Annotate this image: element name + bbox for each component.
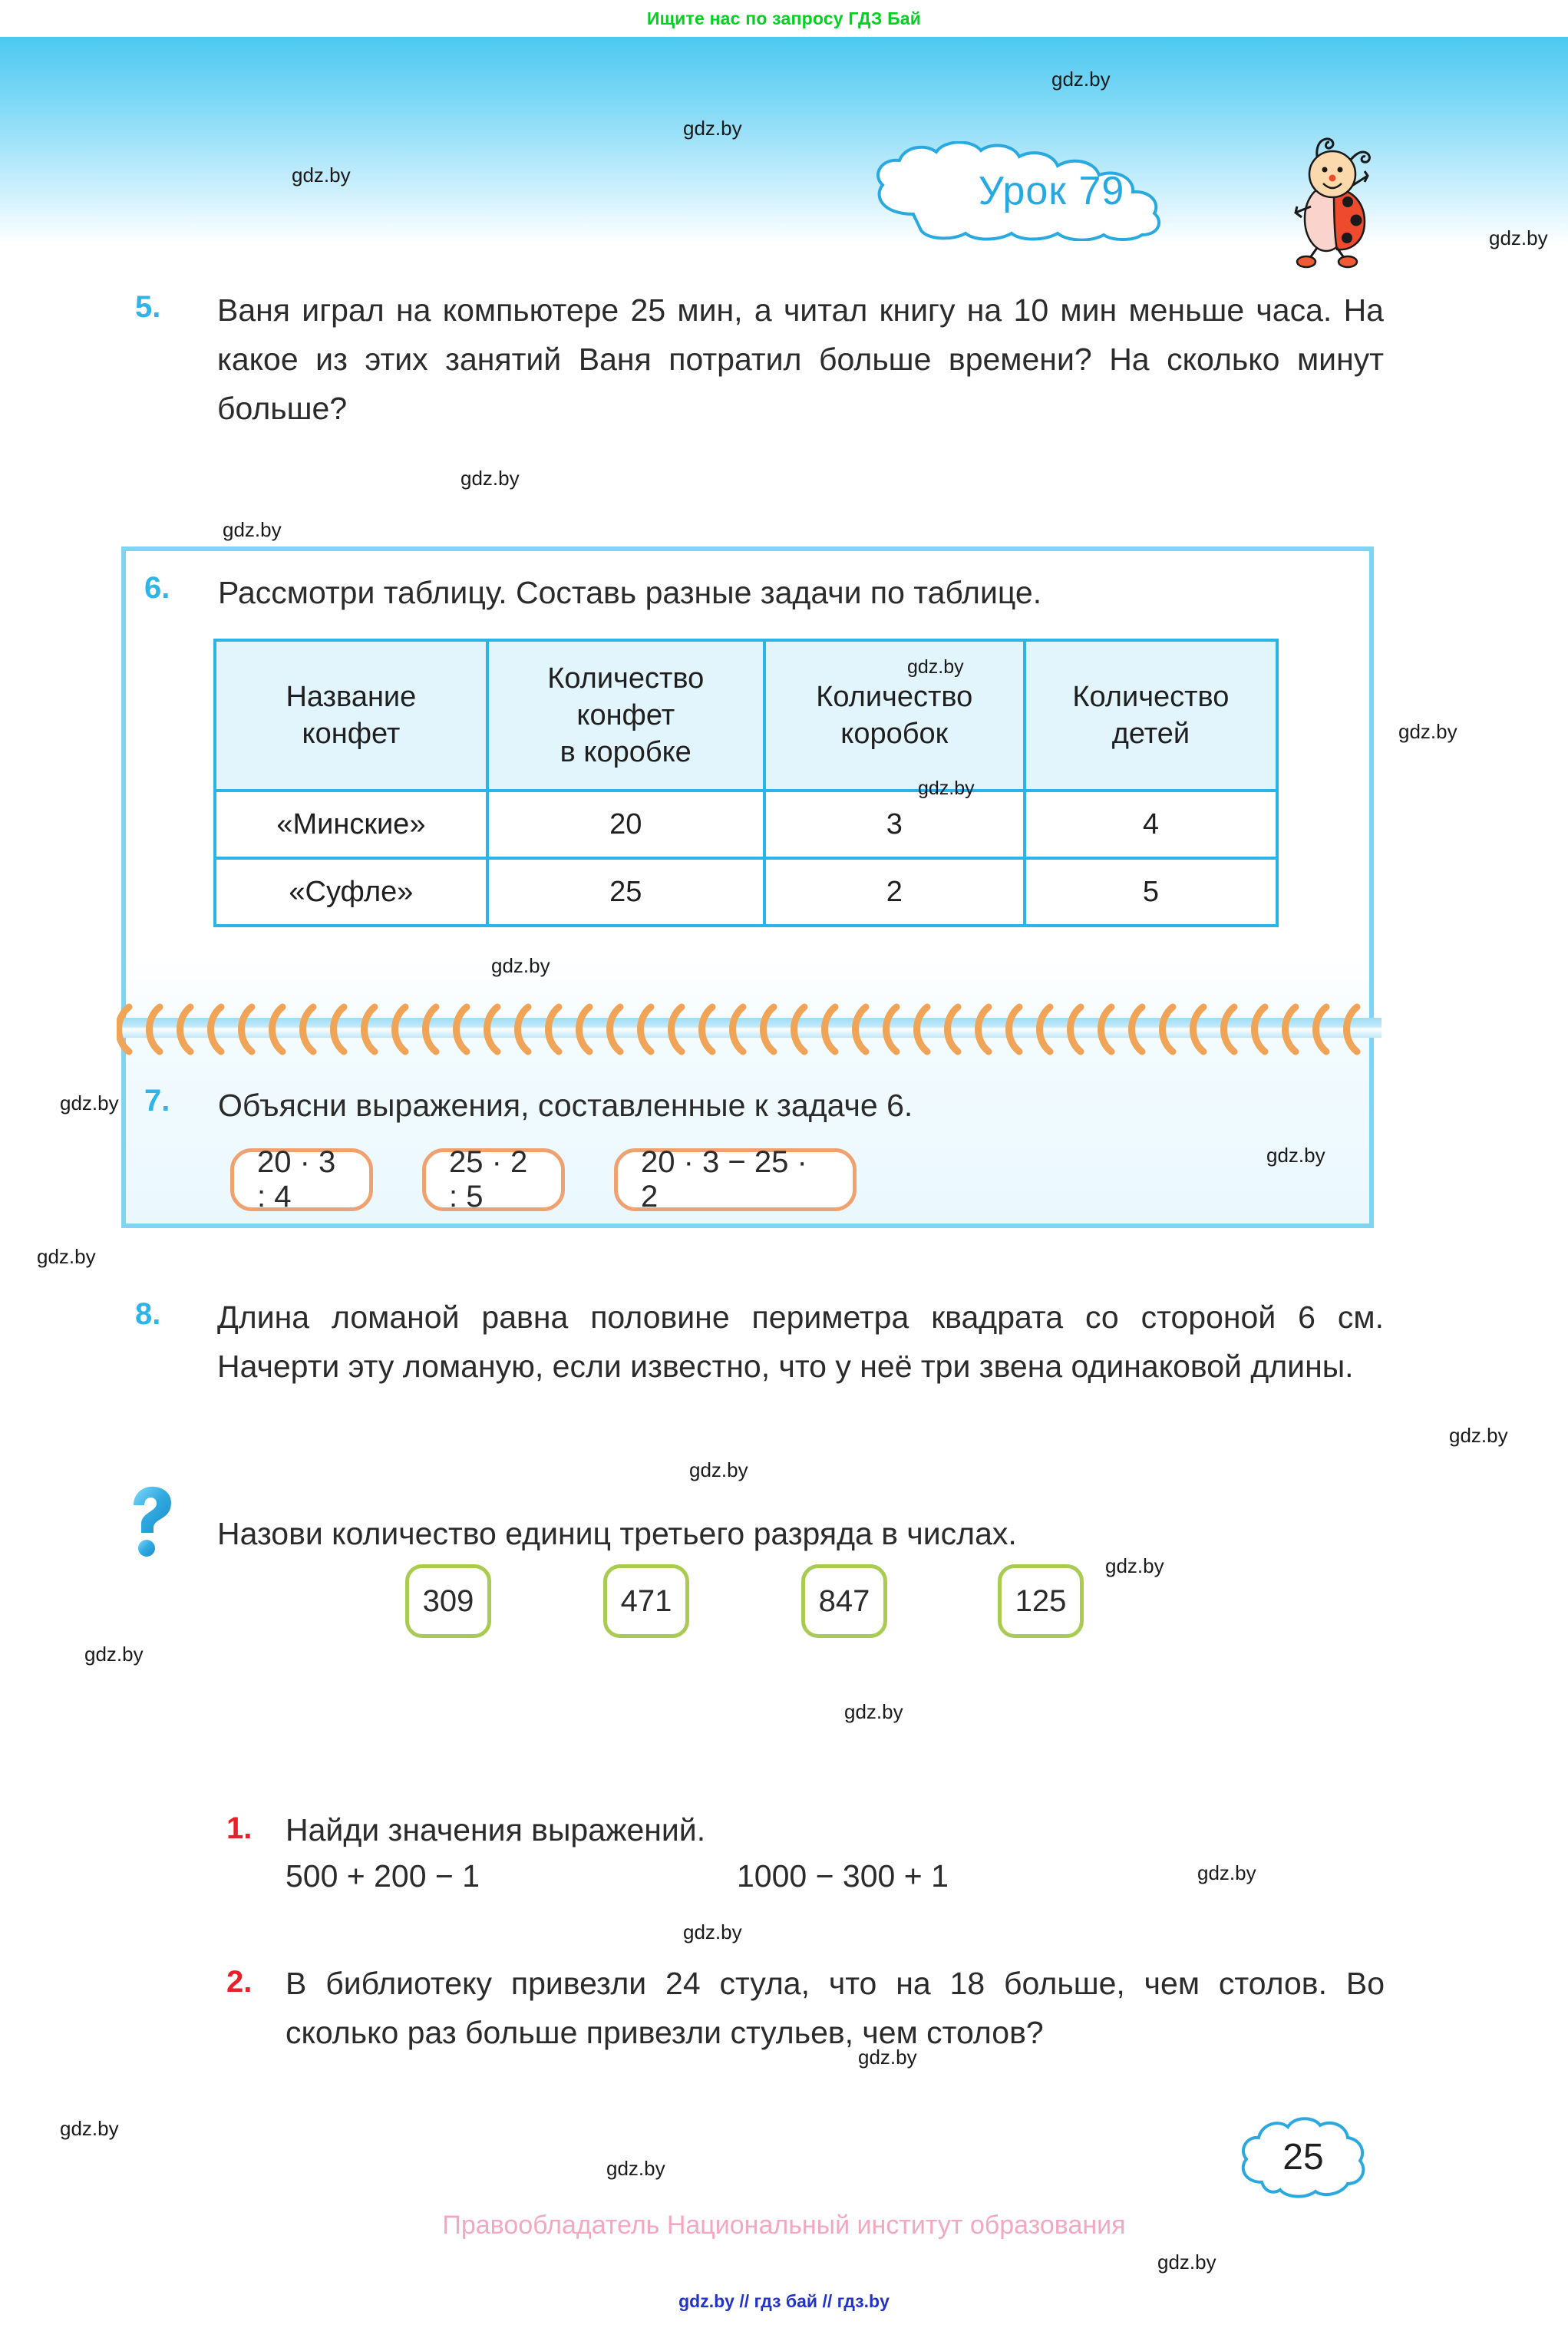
task-6-number: 6. [144,571,170,605]
lesson-label: Урок 79 [978,169,1125,213]
watermark: gdz.by [683,117,742,140]
table-cell: 20 [485,789,766,860]
task-5-number: 5. [135,290,161,324]
table-header-cell: Количество конфет в коробке [485,639,766,792]
expression-pill: 25 · 2 : 5 [422,1145,565,1214]
table-cell: «Суфле» [213,857,489,927]
number-pill: 309 [405,1564,491,1638]
watermark: gdz.by [1449,1424,1508,1447]
tasks-6-7-panel: 6. Рассмотри таблицу. Составь разные зад… [121,547,1374,1228]
cloud-small-icon [1241,2117,1365,2198]
task-8-number: 8. [135,1297,161,1331]
spiral-binding [115,998,1381,1061]
table-cell: 4 [1022,789,1279,860]
task-question-text: Назови количество единиц третьего разряд… [217,1516,1017,1551]
table-cell: 5 [1022,857,1279,927]
homework-1-number: 1. [226,1811,253,1845]
watermark: gdz.by [1197,1861,1256,1884]
table-header-cell: Название конфет [213,639,489,792]
watermark: gdz.by [907,656,964,678]
footer-links[interactable]: gdz.by // гдз бай // гдз.by [678,2291,890,2311]
question-mark-icon [123,1485,180,1559]
watermark: gdz.by [292,163,351,187]
watermark: gdz.by [460,467,520,490]
expression-pill: 20 · 3 : 4 [230,1145,373,1214]
lesson-cloud: Урок 79 [860,140,1243,242]
expression-pill: 20 · 3 − 25 · 2 [614,1145,857,1214]
promo-strip: Ищите нас по запросу ГДЗ Бай [0,0,1568,37]
task-6-text: Рассмотри таблицу. Составь разные задачи… [218,575,1042,610]
watermark: gdz.by [683,1920,742,1943]
homework-1-expression-2: 1000 − 300 + 1 [737,1858,949,1894]
watermark: gdz.by [689,1458,748,1481]
homework-1-expression-1: 500 + 200 − 1 [286,1858,480,1894]
task-7-text: Объясни выражения, составленные к задаче… [218,1088,913,1123]
task-7-number: 7. [144,1084,170,1118]
task-5-text: Ваня играл на компьютере 25 мин, а читал… [217,292,1384,426]
task-8-text: Длина ломаной равна половине периметра к… [217,1299,1384,1384]
table-row: «Минские» 20 3 4 [213,789,1279,860]
homework-1-text: Найди значения выражений. [286,1812,706,1848]
table-cell: 25 [485,857,766,927]
watermark: gdz.by [223,518,282,541]
watermark: gdz.by [1398,720,1457,743]
watermark: gdz.by [858,2046,917,2069]
watermark: gdz.by [491,954,550,977]
homework-2-number: 2. [226,1965,253,1999]
ladybug-illustration [1274,127,1389,269]
spiral-band [117,1018,1381,1038]
table-header-cell: Количество коробок [762,639,1026,792]
table-cell: 3 [762,789,1026,860]
watermark: gdz.by [918,778,975,799]
watermark: gdz.by [60,2117,119,2140]
homework-2-text: В библиотеку привезли 24 стула, что на 1… [286,1966,1385,2050]
page-number: 25 [1282,2136,1324,2178]
table-cell: «Минские» [213,789,489,860]
table-header-row: Название конфет Количество конфет в коро… [213,639,1279,792]
table-cell: 2 [762,857,1026,927]
watermark: gdz.by [37,1245,96,1268]
watermark: gdz.by [1157,2250,1216,2274]
cloud-icon [876,140,1161,242]
candy-table: Название конфет Количество конфет в коро… [213,639,1279,927]
number-pill: 125 [998,1564,1084,1638]
page-number-cloud: 25 [1234,2107,1372,2207]
watermark: gdz.by [844,1700,903,1723]
watermark: gdz.by [606,2157,665,2180]
homework-frame [130,1733,744,2163]
watermark: gdz.by [1105,1554,1164,1577]
promo-text: Ищите нас по запросу ГДЗ Бай [646,8,922,28]
watermark: gdz.by [1489,226,1548,249]
copyright-notice: Правообладатель Национальный институт об… [442,2211,1126,2240]
watermark: gdz.by [1266,1144,1325,1167]
table-row: «Суфле» 25 2 5 [213,857,1279,927]
watermark: gdz.by [60,1091,119,1115]
number-pill: 471 [603,1564,689,1638]
number-pill: 847 [801,1564,887,1638]
table-header-cell: Количество детей [1022,639,1279,792]
watermark: gdz.by [84,1643,144,1666]
watermark: gdz.by [1051,68,1111,91]
